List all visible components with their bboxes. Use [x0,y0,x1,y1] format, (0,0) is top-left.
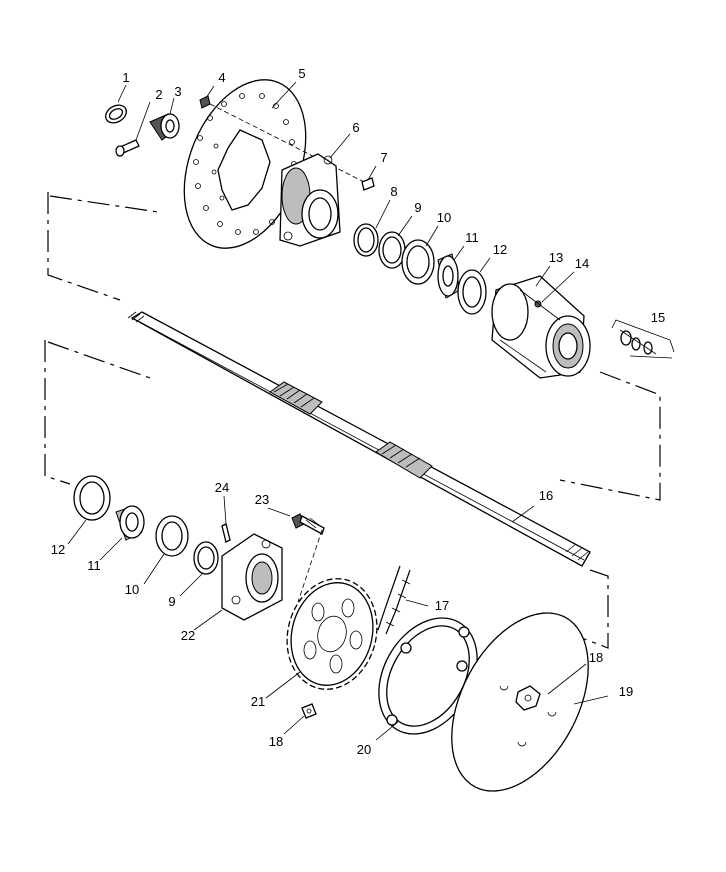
callout-16: 16 [539,488,553,503]
chain-segment [377,565,411,635]
brake-hub-flange [279,153,341,247]
callout-9-lower: 9 [168,594,175,609]
callout-6: 6 [352,120,359,135]
callout-23: 23 [255,492,269,507]
bearing-cone-lower [115,505,145,541]
fastener-kit [611,319,675,359]
callout-12-upper: 12 [493,242,507,257]
callout-22: 22 [181,628,195,643]
set-screw [221,523,231,543]
seal-lower [193,541,219,575]
callout-2: 2 [155,87,162,102]
bearing-cup-upper [401,239,435,285]
bearing-race-lower [73,475,111,521]
callout-21: 21 [251,694,265,709]
bearing-nut [149,113,180,141]
callout-19: 19 [619,684,633,699]
callout-10-lower: 10 [125,582,139,597]
shaft-threaded-end-left [127,311,145,323]
brake-disc [183,79,307,249]
callout-3: 3 [174,84,181,99]
bearing-race-upper [457,269,487,315]
callout-7: 7 [380,150,387,165]
callout-10-upper: 10 [437,210,451,225]
callout-17: 17 [435,598,449,613]
assembly-outline-upper [47,192,661,501]
sprocket-hub [221,533,283,621]
bearing-cup-lower [155,515,189,557]
seal-upper [378,231,406,269]
snap-ring-upper [353,223,379,257]
brake-rotor-plate [451,612,589,792]
callout-11-lower: 11 [87,558,101,573]
callout-4: 4 [218,70,225,85]
bearing-cone-upper [437,253,461,299]
callout-12-lower: 12 [51,542,65,557]
callout-20: 20 [357,742,371,757]
retaining-ring [105,104,127,124]
shaft-threaded-end-right [565,543,589,561]
callout-14: 14 [575,256,589,271]
nut-lower [301,703,317,719]
shaft-spline-1 [269,381,323,415]
nut-small [199,95,211,109]
callout-11-upper: 11 [465,230,479,245]
callout-5: 5 [298,66,305,81]
sprocket-guard-ring [378,617,478,735]
sprocket [286,578,378,690]
callout-13: 13 [549,250,563,265]
callout-labels: 1 2 3 4 5 6 7 8 9 10 11 12 13 14 15 16 1… [51,66,665,757]
bolt [115,139,140,157]
shaft-spline-2 [375,441,433,479]
callout-9-upper: 9 [414,200,421,215]
callout-8: 8 [390,184,397,199]
bearing-housing [491,275,591,379]
brake-disc-holes [193,93,297,235]
leader-lines [67,81,609,741]
callout-15: 15 [651,310,665,325]
callout-18-right: 18 [589,650,603,665]
callout-24: 24 [215,480,229,495]
callout-1: 1 [122,70,129,85]
callout-18-left: 18 [269,734,283,749]
axle-shaft [127,311,591,567]
bolt-long [291,513,325,535]
